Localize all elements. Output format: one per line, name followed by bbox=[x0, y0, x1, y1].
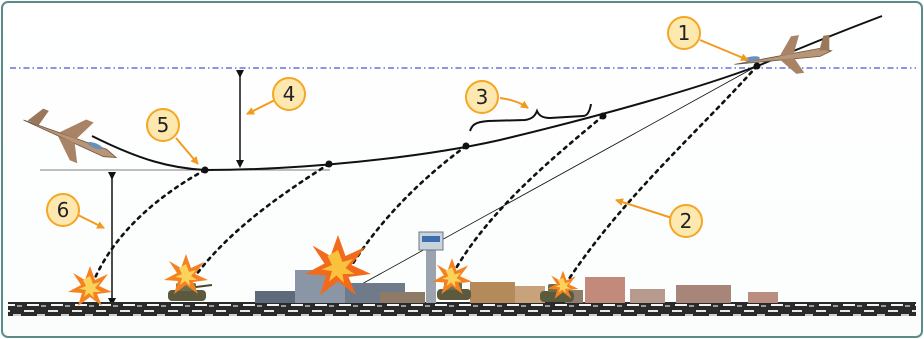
callout-arrows bbox=[75, 39, 749, 229]
building-icon bbox=[585, 277, 625, 303]
jet-aircraft-icon bbox=[734, 34, 833, 74]
callout-3: 3 bbox=[465, 80, 499, 114]
building-icon bbox=[470, 282, 515, 303]
building-icon bbox=[630, 289, 665, 303]
callout-label: 6 bbox=[57, 198, 70, 222]
callout-1: 1 bbox=[667, 16, 701, 50]
bomb-path bbox=[90, 168, 207, 287]
building-icon bbox=[255, 291, 295, 303]
bomb-paths bbox=[90, 64, 759, 287]
building-icon bbox=[676, 285, 731, 303]
callout-label: 3 bbox=[476, 85, 489, 109]
callout-label: 4 bbox=[283, 82, 296, 106]
building-icon bbox=[515, 286, 545, 303]
building-icon bbox=[748, 292, 778, 303]
callout-label: 5 bbox=[157, 113, 170, 137]
callout-label: 1 bbox=[678, 21, 691, 45]
explosions bbox=[68, 235, 579, 306]
ground-strip bbox=[8, 302, 916, 316]
explosion-icon bbox=[432, 258, 472, 295]
callout-4: 4 bbox=[272, 77, 306, 111]
explosion-icon bbox=[164, 254, 208, 294]
explosion-icon bbox=[68, 266, 112, 306]
interval-bracket bbox=[469, 103, 592, 132]
explosion-icon bbox=[547, 270, 579, 299]
bomb-path bbox=[453, 114, 605, 272]
callout-2: 2 bbox=[669, 204, 703, 238]
control-tower-icon bbox=[418, 231, 444, 303]
building-icon bbox=[380, 292, 425, 303]
jet-aircraft-icon bbox=[23, 108, 118, 164]
bomb-path bbox=[563, 64, 759, 287]
town-buildings bbox=[255, 231, 778, 303]
callout-label: 2 bbox=[680, 209, 693, 233]
callout-5: 5 bbox=[146, 108, 180, 142]
callout-6: 6 bbox=[46, 193, 80, 227]
explosion-icon bbox=[305, 235, 371, 295]
bomb-path bbox=[194, 162, 331, 277]
